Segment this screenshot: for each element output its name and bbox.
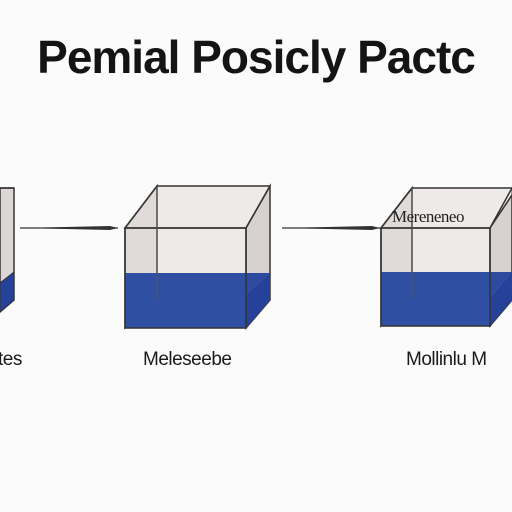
box-3-label: Mollinlu M	[406, 349, 487, 370]
arrow-2	[282, 226, 380, 230]
box-1-label: tes	[0, 349, 22, 370]
diagram-title: Pemial Posicly Pactc	[37, 31, 476, 83]
box-3-inner-label: Mereneneo	[392, 207, 464, 226]
box-1	[0, 187, 15, 313]
box-3: Mereneneo	[379, 185, 512, 329]
box-2-label: Meleseebe	[143, 349, 232, 370]
arrow-1	[20, 226, 118, 230]
box-2	[123, 183, 272, 331]
